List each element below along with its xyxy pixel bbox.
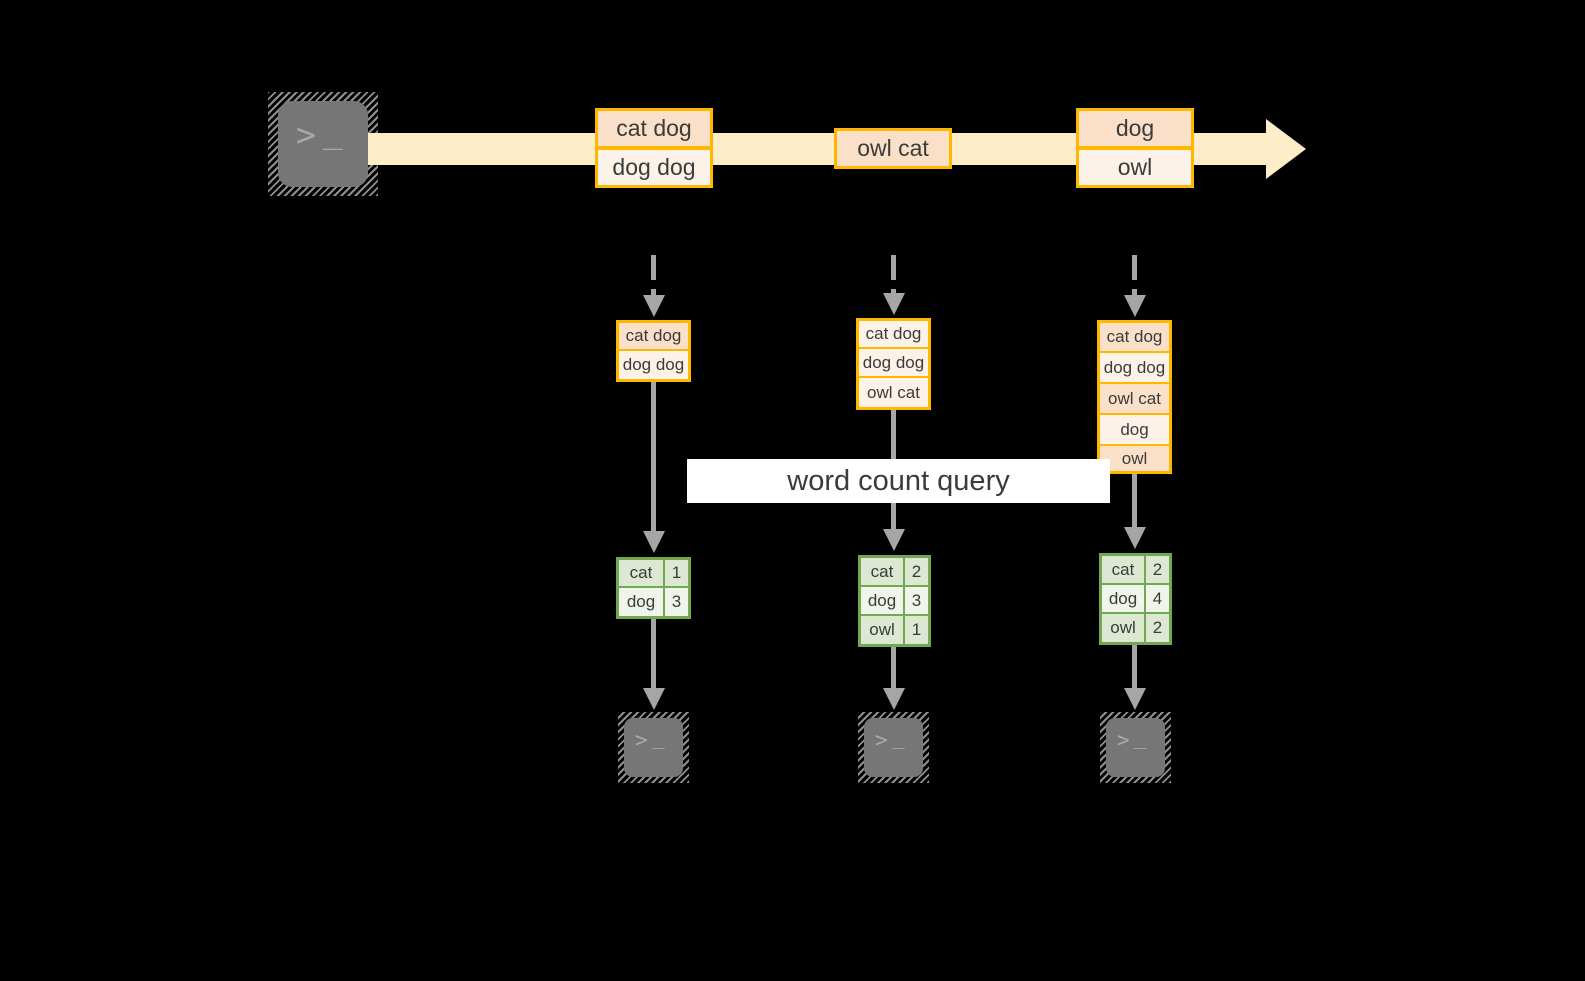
query-connector: [651, 382, 656, 534]
sink-arrow-head-icon: [1124, 688, 1146, 710]
input-table-row: dog dog: [859, 349, 928, 378]
terminal-cursor-glyph: _: [892, 725, 905, 749]
terminal-prompt-glyph: >: [1117, 728, 1130, 752]
terminal-prompt-glyph: >: [875, 728, 888, 752]
result-word-cell: dog: [619, 588, 665, 616]
stream-record: owl cat: [834, 128, 952, 169]
input-table-cell: dog dog: [862, 352, 925, 372]
result-count-cell: 3: [665, 588, 688, 616]
result-table-row: cat 2: [861, 558, 928, 587]
sink-connector: [891, 647, 896, 691]
input-table-cell: dog dog: [1103, 357, 1166, 377]
result-table-row: owl 2: [1102, 614, 1169, 642]
sink-terminal-icon: > _: [858, 712, 929, 783]
input-table: cat dog dog dog: [616, 320, 691, 382]
trigger-dashed-connector: [1132, 255, 1137, 298]
result-count-cell: 1: [905, 616, 928, 644]
terminal-body: [624, 718, 683, 777]
query-connector: [1132, 474, 1137, 530]
input-table-row: cat dog: [1100, 323, 1169, 353]
input-table-row: cat dog: [619, 323, 688, 351]
stream-record-label: dog dog: [612, 154, 696, 180]
result-table-row: dog 4: [1102, 585, 1169, 614]
sink-terminal-icon: > _: [618, 712, 689, 783]
terminal-cursor-glyph: _: [323, 111, 343, 150]
input-table-cell: owl cat: [867, 382, 920, 402]
input-table-row: dog dog: [1100, 353, 1169, 384]
result-word-cell: dog: [861, 587, 905, 614]
query-arrow-head-icon: [883, 529, 905, 551]
terminal-prompt-glyph: >: [296, 115, 316, 154]
input-table-cell: cat dog: [1106, 327, 1163, 346]
terminal-body: [1106, 718, 1165, 777]
trigger-arrow-head-icon: [1124, 295, 1146, 317]
sink-terminal-icon: > _: [1100, 712, 1171, 783]
input-table-cell: cat dog: [625, 326, 682, 345]
input-table: cat dog dog dog owl cat dog owl: [1097, 320, 1172, 474]
result-word-cell: dog: [1102, 585, 1146, 612]
query-arrow-head-icon: [1124, 527, 1146, 549]
trigger-arrow-head-icon: [643, 295, 665, 317]
trigger-dashed-connector: [891, 255, 896, 298]
sink-connector: [1132, 645, 1137, 691]
result-table: cat 2 dog 3 owl 1: [858, 555, 931, 647]
sink-arrow-head-icon: [883, 688, 905, 710]
result-count-cell: 2: [1146, 614, 1169, 642]
stream-record: cat dog: [595, 108, 713, 149]
stream-arrow-head-icon: [1266, 119, 1306, 179]
stream-record-label: owl: [1117, 154, 1153, 180]
result-table-row: dog 3: [861, 587, 928, 616]
input-table-cell: owl: [1121, 448, 1148, 468]
input-table-row: owl: [1100, 446, 1169, 471]
result-word-cell: cat: [619, 560, 665, 586]
source-terminal-icon: > _: [268, 92, 378, 196]
stream-record-label: owl cat: [857, 135, 929, 161]
input-table-cell: dog: [1120, 419, 1149, 439]
result-table: cat 1 dog 3: [616, 557, 691, 619]
result-table: cat 2 dog 4 owl 2: [1099, 553, 1172, 645]
input-table-cell: cat dog: [865, 324, 922, 343]
input-table-cell: dog dog: [622, 355, 685, 374]
result-count-cell: 3: [905, 587, 928, 614]
result-count-cell: 4: [1146, 585, 1169, 612]
result-table-row: cat 1: [619, 560, 688, 588]
input-table-row: dog: [1100, 415, 1169, 446]
input-table-row: owl cat: [1100, 384, 1169, 415]
sink-arrow-head-icon: [643, 688, 665, 710]
stream-record: owl: [1076, 147, 1194, 188]
input-table-cell: owl cat: [1108, 388, 1161, 408]
result-word-cell: owl: [861, 616, 905, 644]
input-table-row: owl cat: [859, 378, 928, 407]
sink-connector: [651, 619, 656, 691]
result-count-cell: 2: [1146, 556, 1169, 583]
input-table-row: cat dog: [859, 321, 928, 349]
result-count-cell: 2: [905, 558, 928, 585]
query-label-text: word count query: [787, 464, 1010, 497]
query-arrow-head-icon: [643, 531, 665, 553]
stream-record: dog: [1076, 108, 1194, 149]
result-table-row: owl 1: [861, 616, 928, 644]
result-table-row: dog 3: [619, 588, 688, 616]
terminal-cursor-glyph: _: [652, 725, 665, 749]
result-word-cell: cat: [1102, 556, 1146, 583]
trigger-arrow-head-icon: [883, 293, 905, 315]
stream-record-label: dog: [1115, 115, 1155, 141]
result-word-cell: cat: [861, 558, 905, 585]
result-count-cell: 1: [665, 560, 688, 586]
query-label: word count query: [687, 459, 1110, 503]
terminal-cursor-glyph: _: [1134, 725, 1147, 749]
stream-record: dog dog: [595, 147, 713, 188]
terminal-prompt-glyph: >: [635, 728, 648, 752]
input-table-row: dog dog: [619, 351, 688, 379]
result-table-row: cat 2: [1102, 556, 1169, 585]
input-table: cat dog dog dog owl cat: [856, 318, 931, 410]
terminal-body: [864, 718, 923, 777]
result-word-cell: owl: [1102, 614, 1146, 642]
terminal-body: [278, 101, 368, 187]
stream-record-label: cat dog: [616, 115, 692, 141]
trigger-dashed-connector: [651, 255, 656, 298]
